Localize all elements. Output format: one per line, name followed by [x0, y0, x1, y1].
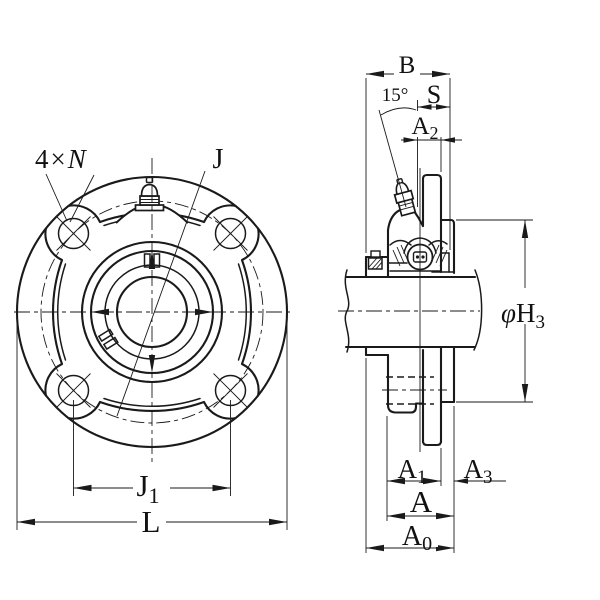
- spigot-upper: [439, 218, 456, 275]
- label-a3: A3: [464, 454, 493, 488]
- grease-fitting-side: [393, 178, 417, 217]
- setscrew-mark-lower-left: [97, 328, 119, 351]
- bearing-section: [389, 237, 448, 271]
- seat-diameter-arrows: [91, 251, 213, 373]
- dimension-a1: A1: [387, 454, 441, 488]
- dimension-j1: J1: [73, 400, 231, 508]
- label-a1: A1: [398, 454, 427, 488]
- label-15deg: 15°: [382, 85, 409, 106]
- bolt-note: 4×N: [35, 144, 95, 223]
- housing-upper: [386, 173, 456, 275]
- bottom-extension-lines: [365, 358, 455, 553]
- side-view: B 15° S A2: [338, 50, 554, 555]
- dimension-a2: A2: [401, 111, 462, 172]
- dimension-a: A: [387, 484, 454, 520]
- label-a0: A0: [402, 521, 432, 555]
- grease-angle: 15°: [378, 85, 417, 208]
- locking-collar: [364, 228, 390, 357]
- setscrew-mark-top: [143, 253, 161, 268]
- label-s: S: [427, 80, 441, 109]
- front-view: J 4×N J1 L: [14, 144, 290, 539]
- housing-lower: [382, 345, 456, 447]
- bolt-hole: [56, 216, 91, 251]
- label-h3: φH3: [501, 298, 545, 333]
- dimension-a3: A3: [454, 454, 506, 488]
- label-a: A: [410, 484, 433, 519]
- label-j1: J1: [136, 468, 159, 508]
- dimension-h3: φH3: [456, 219, 554, 403]
- bolt-hole: [213, 216, 248, 251]
- dimension-a0: A0: [366, 521, 454, 555]
- dimension-l: L: [16, 320, 288, 539]
- j-leader-line: [116, 170, 206, 417]
- label-a2: A2: [411, 113, 438, 143]
- bolt-hole: [56, 373, 91, 408]
- shaft-break-right: [473, 269, 483, 351]
- label-b: B: [399, 52, 416, 79]
- label-l: L: [142, 504, 161, 539]
- flange-upper: [421, 173, 443, 274]
- label-4xn: 4×N: [35, 144, 88, 174]
- label-j: J: [213, 144, 224, 175]
